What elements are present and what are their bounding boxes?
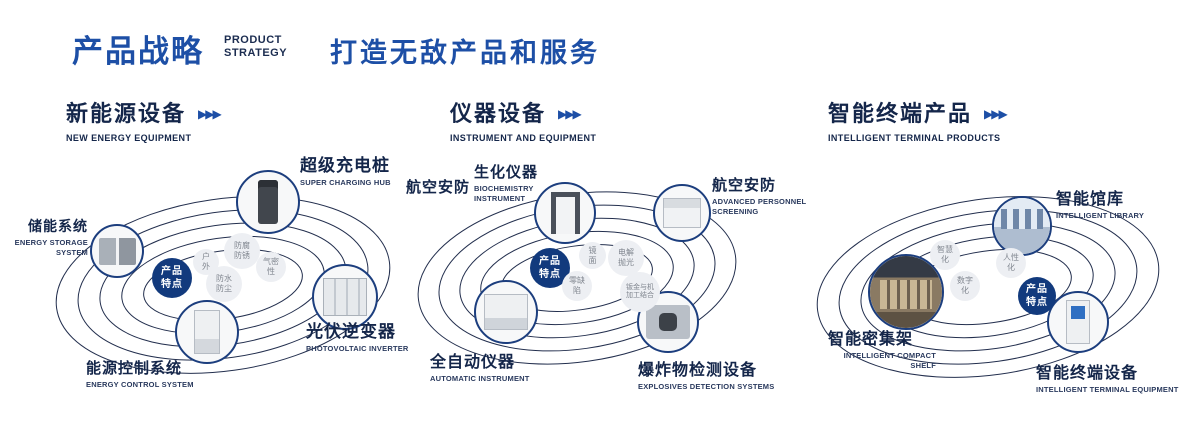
page-title: 产品战略 bbox=[72, 34, 204, 69]
product-name-en: INTELLIGENT LIBRARY bbox=[1056, 211, 1145, 220]
product-name-en: INTELLIGENT COMPACT SHELF bbox=[843, 351, 936, 370]
section-header-instruments: 仪器设备 ▶▶▶ INSTRUMENT AND EQUIPMENT bbox=[450, 96, 596, 143]
product-label-super-charging-hub: 超级充电桩 SUPER CHARGING HUB bbox=[300, 151, 420, 188]
feature-bubble-waterproof: 防水防尘 bbox=[206, 266, 242, 302]
product-name-cn: 超级充电桩 bbox=[300, 156, 390, 175]
feature-bubble-smart: 智慧化 bbox=[930, 240, 960, 270]
product-name-en: ADVANCED PERSONNEL SCREENING bbox=[712, 197, 807, 216]
badge-line2: 特点 bbox=[539, 269, 561, 280]
library-room-icon bbox=[994, 198, 1050, 254]
product-name-en: AUTOMATIC INSTRUMENT bbox=[430, 374, 530, 383]
terminal-kiosk-icon bbox=[1066, 299, 1090, 345]
battery-cabinet-icon bbox=[98, 237, 136, 265]
product-circle-personnel-screening bbox=[653, 184, 711, 242]
product-label-personnel-screening: 航空安防 ADVANCED PERSONNEL SCREENING bbox=[712, 174, 812, 217]
section-title: 仪器设备 bbox=[450, 101, 547, 126]
product-name-cn: 全自动仪器 bbox=[430, 354, 516, 371]
feature-bubble-sheetmetal-machining: 钣金与机加工结合 bbox=[620, 272, 660, 312]
triple-arrow-icon: ▶▶▶ bbox=[984, 106, 1008, 121]
feature-bubble-electropolish: 电解抛光 bbox=[608, 240, 644, 276]
product-circle-terminal-equipment bbox=[1047, 291, 1109, 353]
compact-shelf-icon bbox=[870, 256, 942, 328]
charging-station-icon bbox=[257, 180, 279, 224]
feature-bubble-anticorrosion: 防腐防锈 bbox=[224, 233, 260, 269]
xray-scanner-icon bbox=[645, 305, 691, 339]
product-circle-energy-control bbox=[175, 300, 239, 364]
product-name-cn: 智能馆库 bbox=[1056, 191, 1125, 208]
product-circle-super-charging-hub bbox=[236, 170, 300, 234]
product-name-en: ENERGY CONTROL SYSTEM bbox=[86, 380, 194, 389]
product-circle-intelligent-library bbox=[992, 196, 1052, 256]
product-label-energy-storage: 储能系统 ENERGY STORAGE SYSTEM bbox=[6, 216, 88, 258]
badge-line2: 特点 bbox=[161, 279, 183, 290]
feature-bubble-digital: 数字化 bbox=[950, 271, 980, 301]
badge-line1: 产品 bbox=[161, 266, 183, 277]
product-features-badge: 产品 特点 bbox=[1018, 277, 1056, 315]
product-name-en: ENERGY STORAGE SYSTEM bbox=[14, 238, 88, 257]
automatic-instrument-icon bbox=[483, 294, 529, 330]
product-features-badge: 产品 特点 bbox=[152, 258, 192, 298]
product-name-cn: 储能系统 bbox=[28, 218, 88, 234]
inverter-cabinet-icon bbox=[322, 277, 368, 317]
product-name-en: PHOTOVOLTAIC INVERTER bbox=[306, 344, 409, 353]
product-name-en: INTELLIGENT TERMINAL EQUIPMENT bbox=[1036, 385, 1179, 394]
control-cabinet-icon bbox=[193, 309, 221, 355]
product-circle-compact-shelf bbox=[868, 254, 944, 330]
floating-label-aviation-security: 航空安防 bbox=[406, 176, 486, 197]
product-circle-explosives-detection bbox=[637, 291, 699, 353]
feature-bubble-humanized: 人性化 bbox=[996, 248, 1026, 278]
feature-bubble-mirror: 镜面 bbox=[579, 242, 606, 269]
product-label-explosives-detection: 爆炸物检测设备 EXPLOSIVES DETECTION SYSTEMS bbox=[638, 356, 788, 392]
product-label-terminal-equipment: 智能终端设备 INTELLIGENT TERMINAL EQUIPMENT bbox=[1036, 359, 1186, 395]
section-title: 新能源设备 bbox=[66, 101, 187, 126]
product-name-cn: 光伏逆变器 bbox=[306, 322, 396, 341]
feature-bubble-airtight: 气密性 bbox=[256, 252, 286, 282]
screening-instrument-icon bbox=[662, 197, 702, 229]
product-label-automatic-instrument: 全自动仪器 AUTOMATIC INSTRUMENT bbox=[430, 348, 560, 384]
triple-arrow-icon: ▶▶▶ bbox=[558, 106, 582, 121]
product-name-cn: 生化仪器 bbox=[474, 164, 539, 181]
badge-line1: 产品 bbox=[539, 256, 561, 267]
product-label-compact-shelf: 智能密集架 INTELLIGENT COMPACT SHELF bbox=[828, 325, 936, 371]
section-title: 智能终端产品 bbox=[828, 101, 973, 126]
product-label-intelligent-library: 智能馆库 INTELLIGENT LIBRARY bbox=[1056, 185, 1176, 221]
page-title-en: PRODUCT STRATEGY bbox=[224, 34, 287, 59]
product-name-cn: 航空安防 bbox=[712, 177, 777, 194]
section-subtitle: INSTRUMENT AND EQUIPMENT bbox=[450, 133, 597, 143]
page-title-en-line2: STRATEGY bbox=[224, 46, 288, 59]
product-label-biochemistry: 生化仪器 BIOCHEMISTRY INSTRUMENT bbox=[474, 161, 560, 204]
product-name-cn: 智能终端设备 bbox=[1036, 365, 1139, 382]
product-name-cn: 能源控制系统 bbox=[86, 360, 183, 377]
label-cn: 航空安防 bbox=[406, 179, 471, 196]
triple-arrow-icon: ▶▶▶ bbox=[198, 106, 222, 121]
product-name-cn: 智能密集架 bbox=[828, 331, 914, 348]
product-circle-biochemistry bbox=[534, 182, 596, 244]
feature-bubble-zero-defect: 零缺陷 bbox=[562, 271, 592, 301]
product-name-cn: 爆炸物检测设备 bbox=[638, 362, 758, 379]
product-name-en: EXPLOSIVES DETECTION SYSTEMS bbox=[638, 382, 775, 391]
section-header-intelligent-terminal: 智能终端产品 ▶▶▶ INTELLIGENT TERMINAL PRODUCTS bbox=[828, 96, 1008, 143]
product-name-en: BIOCHEMISTRY INSTRUMENT bbox=[474, 184, 534, 203]
badge-line2: 特点 bbox=[1026, 297, 1048, 308]
section-subtitle: NEW ENERGY EQUIPMENT bbox=[66, 133, 192, 143]
section-subtitle: INTELLIGENT TERMINAL PRODUCTS bbox=[828, 133, 1001, 143]
section-header-new-energy: 新能源设备 ▶▶▶ NEW ENERGY EQUIPMENT bbox=[66, 96, 222, 143]
product-label-photovoltaic-inverter: 光伏逆变器 PHOTOVOLTAIC INVERTER bbox=[306, 317, 426, 354]
product-circle-automatic-instrument bbox=[474, 280, 538, 344]
badge-line1: 产品 bbox=[1026, 284, 1048, 295]
product-circle-photovoltaic-inverter bbox=[312, 264, 378, 330]
product-label-energy-control: 能源控制系统 ENERGY CONTROL SYSTEM bbox=[86, 357, 216, 390]
product-circle-energy-storage bbox=[90, 224, 144, 278]
page-slogan: 打造无敌产品和服务 bbox=[330, 38, 600, 68]
security-gate-icon bbox=[550, 191, 580, 235]
product-name-en: SUPER CHARGING HUB bbox=[300, 178, 391, 187]
page-title-en-line1: PRODUCT bbox=[224, 34, 282, 46]
